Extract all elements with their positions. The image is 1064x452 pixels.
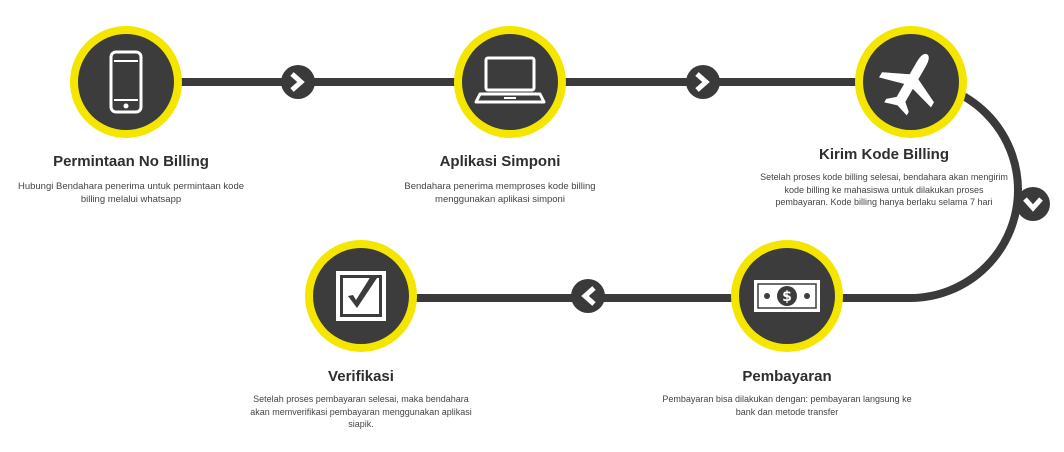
step-title-4: Pembayaran <box>742 368 832 385</box>
step-circle-4: $ <box>731 240 843 352</box>
banknote-icon: $ <box>754 280 820 312</box>
arrow-left-marker <box>571 279 605 313</box>
step-description-1: Hubungi Bendahara penerima untuk permint… <box>17 181 245 205</box>
step-title-5: Verifikasi <box>328 368 394 385</box>
step-description-2: Bendahara penerima memproses kode billin… <box>404 181 596 205</box>
step-circle-3 <box>855 26 967 138</box>
step-description-5: Setelah proses pembayaran selesai, maka … <box>250 394 472 429</box>
arrow-right-marker-2 <box>686 65 720 99</box>
checkbox-icon <box>336 271 386 321</box>
airplane-icon <box>879 53 934 116</box>
arrow-right-marker-1 <box>281 65 315 99</box>
smartphone-icon <box>109 50 143 114</box>
step-circle-5 <box>305 240 417 352</box>
step-circle-1 <box>70 26 182 138</box>
laptop-icon <box>474 56 546 104</box>
step-title-1: Permintaan No Billing <box>53 153 209 170</box>
step-title-2: Aplikasi Simponi <box>439 153 561 170</box>
step-title-3: Kirim Kode Billing <box>818 146 950 163</box>
arrow-down-marker <box>1016 187 1050 221</box>
step-description-4: Pembayaran bisa dilakukan dengan: pembay… <box>662 394 912 417</box>
svg-text:$: $ <box>782 289 792 305</box>
step-description-3: Setelah proses kode billing selesai, ben… <box>760 172 1008 207</box>
step-circle-2 <box>454 26 566 138</box>
